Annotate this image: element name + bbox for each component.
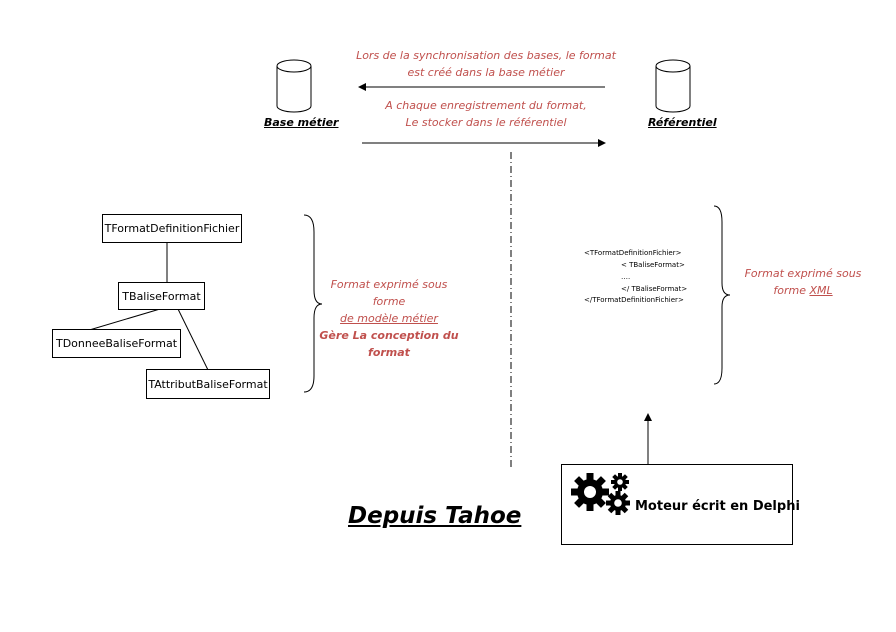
right-brace — [713, 205, 731, 385]
database-icon-referentiel — [655, 59, 691, 113]
sync-caption-line2: est créé dans la base métier — [407, 66, 565, 79]
right-annotation-prefix: forme — [773, 284, 810, 297]
left-annotation-line4: format — [368, 346, 410, 359]
right-annotation-line2: forme XML — [744, 282, 862, 299]
xml-link: XML — [809, 284, 833, 297]
referentiel-label: Référentiel — [648, 116, 717, 129]
class-box-middle: TBaliseFormat — [118, 282, 205, 310]
engine-box: Moteur écrit en Delphi — [561, 464, 800, 545]
sync-caption-line1: Lors de la synchronisation des bases, le… — [356, 49, 616, 62]
left-annotation-line3: Gère La conception du — [319, 329, 459, 342]
tree-connector — [177, 308, 209, 371]
left-annotation-line1: Format exprimé sous forme — [330, 278, 448, 308]
gears-icon — [571, 473, 630, 515]
right-annotation: Format exprimé sous forme XML — [744, 265, 862, 299]
right-annotation-line1: Format exprimé sous — [744, 267, 862, 280]
store-caption-line1: A chaque enregistrement du format, — [385, 99, 587, 112]
store-caption-line2: Le stocker dans le référentiel — [405, 116, 567, 129]
xml-line4: </ TBaliseFormat> — [621, 285, 688, 293]
xml-line5: </TFormatDefinitionFichier> — [584, 296, 684, 304]
tree-connector — [85, 308, 161, 332]
xml-line2: < TBaliseFormat> — [621, 261, 685, 269]
class-box-right-child: TAttributBaliseFormat — [146, 369, 270, 399]
class-box-root: TFormatDefinitionFichier — [102, 214, 242, 243]
sync-caption: Lors de la synchronisation des bases, le… — [350, 47, 622, 81]
store-caption: A chaque enregistrement du format, Le st… — [360, 97, 612, 131]
engine-label: Moteur écrit en Delphi — [635, 499, 800, 514]
left-brace — [303, 214, 323, 393]
xml-line1: <TFormatDefinitionFichier> — [584, 249, 682, 257]
database-icon-base-metier — [276, 59, 312, 113]
left-annotation: Format exprimé sous forme de modèle méti… — [316, 276, 462, 361]
class-box-left-child: TDonneeBaliseFormat — [52, 329, 181, 358]
xml-line3: …. — [621, 273, 631, 281]
base-metier-label: Base métier — [264, 116, 339, 129]
page-title: Depuis Tahoe — [348, 503, 522, 529]
left-annotation-line2: de modèle métier — [340, 312, 438, 325]
